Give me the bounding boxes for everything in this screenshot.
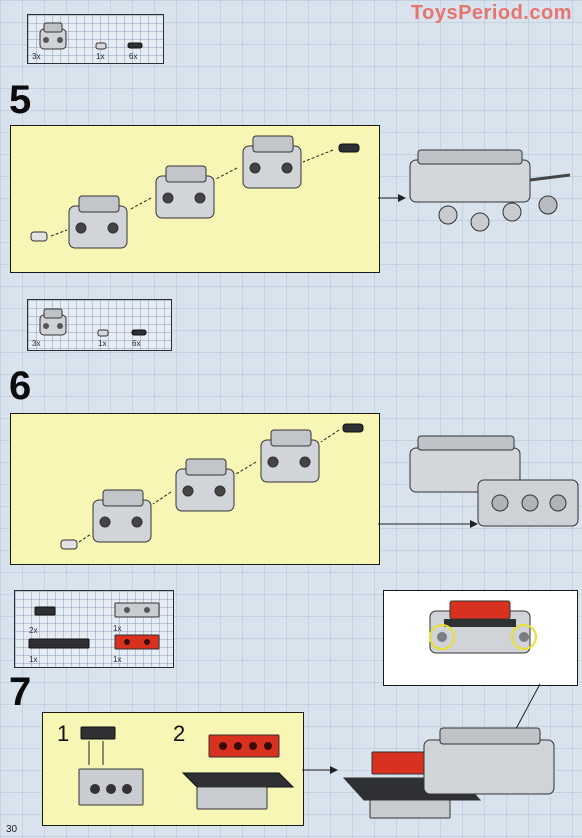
- engine-block-part: [242, 135, 302, 189]
- plate-1x2-dark-icon: [34, 606, 56, 616]
- part-qty: 3x: [32, 339, 41, 348]
- engine-block-part-icon: [39, 308, 67, 336]
- friction-pin-part-icon: [131, 329, 147, 336]
- part-qty: 6x: [129, 52, 138, 61]
- engine-assembly-result: [342, 727, 555, 819]
- part-qty: 3x: [32, 52, 41, 61]
- substep2-assembly: [181, 734, 295, 810]
- pin-part: [60, 539, 78, 550]
- engine-block-part: [175, 458, 235, 512]
- axle-pin-part-icon: [97, 329, 109, 337]
- watermark: ToysPeriod.com: [410, 2, 572, 24]
- step7-substep-panel: 1 2: [42, 712, 304, 826]
- axle-pin-part-icon: [95, 42, 107, 50]
- part-qty: 1x: [113, 655, 122, 664]
- assembly-arrow: [50, 149, 334, 237]
- pin-part: [30, 231, 48, 242]
- step-number: 5: [9, 78, 32, 122]
- pin-part: [342, 423, 364, 433]
- engine-block-part-icon: [39, 22, 67, 50]
- parts-callout-step6: 3x 1x 6x: [27, 299, 172, 351]
- engine-assembly-result: [409, 435, 579, 527]
- step-number: 7: [9, 670, 32, 714]
- assembly-arrow: [78, 429, 340, 543]
- step5-assembly-panel: [10, 125, 380, 273]
- detail-callout-diagram: [429, 600, 537, 654]
- step7-substep-diagram: [78, 726, 295, 810]
- part-qty: 1x: [96, 52, 105, 61]
- engine-block-part: [92, 489, 152, 543]
- substep-number: 2: [173, 721, 186, 746]
- part-qty: 1x: [29, 655, 38, 664]
- engine-block-part: [260, 429, 320, 483]
- part-qty: 1x: [113, 624, 122, 633]
- engine-block-part: [155, 165, 215, 219]
- parts-callout-step7-icons: [28, 602, 160, 650]
- parts-callout-step5-icons: [39, 22, 143, 50]
- step-number: 6: [9, 364, 32, 408]
- part-qty: 2x: [29, 626, 38, 635]
- parts-callout-step6-icons: [39, 308, 147, 337]
- technic-brick-grey-icon: [114, 602, 160, 618]
- friction-pin-part-icon: [127, 42, 143, 49]
- detail-callout-box: [383, 590, 578, 686]
- highlight-ring: [429, 624, 455, 650]
- part-qty: 6x: [132, 339, 141, 348]
- part-qty: 1x: [98, 339, 107, 348]
- substep1-assembly: [78, 726, 144, 806]
- step6-assembly-panel: [10, 413, 380, 565]
- substep-number: 1: [57, 721, 70, 746]
- pin-part: [338, 143, 360, 153]
- step6-exploded-diagram: [60, 423, 364, 550]
- step5-exploded-diagram: [30, 135, 360, 249]
- engine-block-part: [68, 195, 128, 249]
- parts-callout-step7: 2x 1x 1x 1x: [14, 590, 174, 668]
- page-number: 30: [6, 824, 18, 835]
- engine-assembly-result: [409, 149, 571, 232]
- plate-1x6-dark-icon: [28, 638, 90, 649]
- highlight-ring: [511, 624, 537, 650]
- parts-callout-step5: 3x 1x 6x: [27, 14, 164, 64]
- technic-brick-red-icon: [114, 634, 160, 650]
